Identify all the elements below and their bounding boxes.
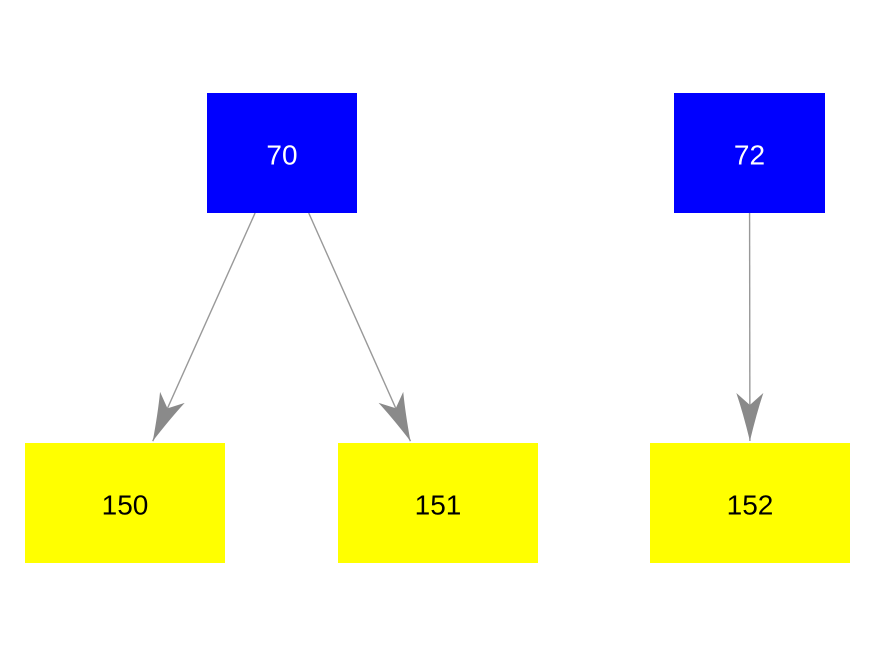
node-150: 150 [25, 443, 225, 563]
node-152: 152 [650, 443, 850, 563]
node-151: 151 [338, 443, 538, 563]
node-box [650, 443, 850, 563]
node-label: 70 [266, 140, 297, 171]
edge-72-152 [736, 212, 764, 442]
node-label: 152 [727, 490, 774, 521]
node-box [338, 443, 538, 563]
node-box [674, 93, 825, 213]
node-box [207, 93, 357, 213]
node-72: 72 [674, 93, 825, 213]
arrowhead-icon [152, 391, 185, 442]
node-box [25, 443, 225, 563]
node-label: 72 [734, 140, 765, 171]
edge-line [152, 212, 256, 442]
edge-70-150 [152, 212, 256, 442]
arrowhead-icon [736, 392, 764, 441]
node-label: 151 [415, 490, 462, 521]
arrowhead-icon [378, 391, 411, 442]
node-label: 150 [102, 490, 149, 521]
node-70: 70 [207, 93, 357, 213]
edge-70-151 [308, 212, 412, 442]
edge-line [308, 212, 412, 442]
